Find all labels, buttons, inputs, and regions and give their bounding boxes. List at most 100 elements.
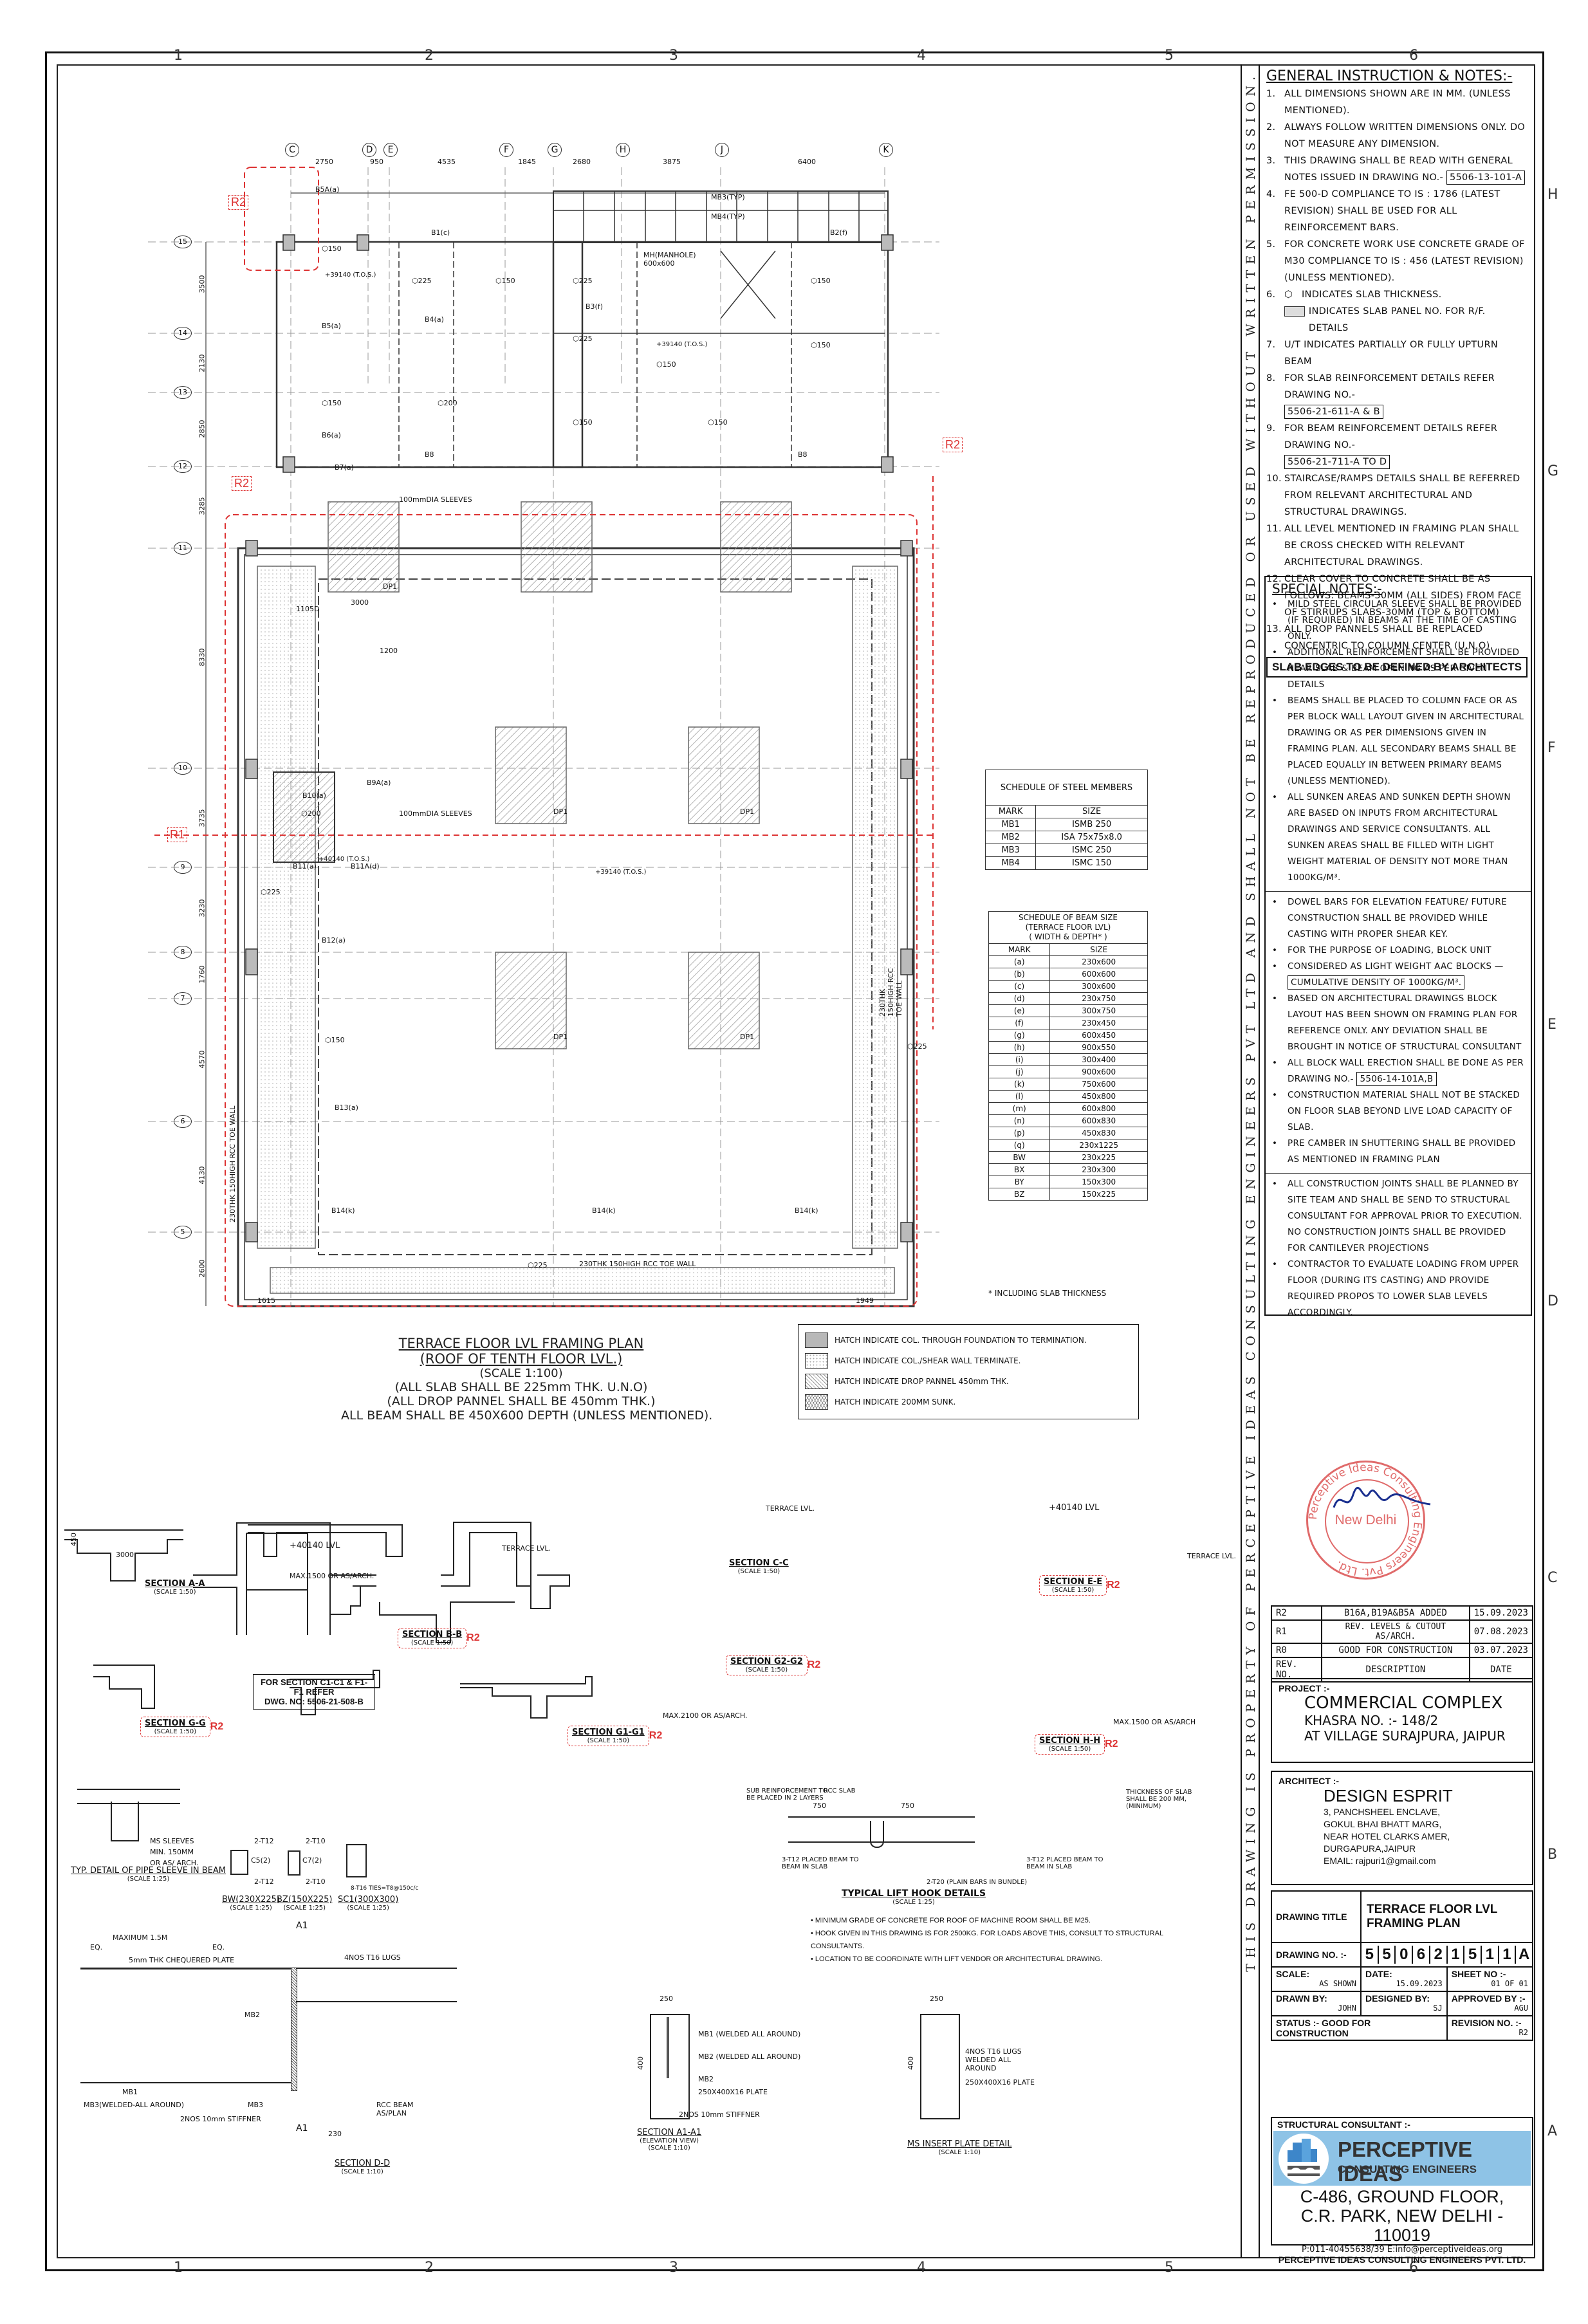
slab-thickness-tag: ⬡200 — [438, 399, 457, 407]
section-a1-a1-web — [667, 2017, 669, 2078]
project-label: PROJECT :- — [1279, 1683, 1330, 1693]
date-value: 15.09.2023 — [1396, 1979, 1443, 1988]
grid-bubble-e: E — [383, 143, 398, 157]
slab-thickness-tag: ⬡150 — [708, 418, 728, 427]
col-header-mark: MARK — [984, 805, 1037, 818]
special-note-12: •ALL CONSTRUCTION JOINTS SHALL BE PLANNE… — [1272, 1179, 1522, 1253]
sleeves-note: 100mmDIA SLEEVES — [399, 495, 472, 504]
dim-14-13: 2130 — [198, 354, 207, 373]
project-location: AT VILLAGE SURAJPURA, JAIPUR — [1304, 1728, 1506, 1744]
column-marker-6: 6 — [1409, 48, 1418, 64]
drawing-title: TERRACE FLOOR LVL FRAMING PLAN — [1360, 1890, 1533, 1943]
sleeves-note: 100mmDIA SLEEVES — [399, 809, 472, 818]
special-note-9: •ALL BLOCK WALL ERECTION SHALL BE DONE A… — [1272, 1055, 1526, 1087]
consultant-contact: P:011-40455638/39 E:info@perceptiveideas… — [1301, 2245, 1503, 2255]
date-label: DATE: — [1365, 1969, 1392, 1979]
consultant-address-1: C-486, GROUND FLOOR, — [1300, 2187, 1504, 2206]
dd-label: 4NOS T16 LUGS — [344, 1953, 401, 1962]
sleeve-label: MIN. 150MM — [150, 1848, 194, 1856]
level-tag: +39140 (T.O.S.) — [595, 869, 647, 876]
bz-shape — [288, 1850, 300, 1876]
dd-label: 230 — [328, 2130, 342, 2138]
row-marker-h: H — [1547, 187, 1558, 203]
lift-note: • LOCATION TO BE COORDINATE WITH LIFT VE… — [811, 1955, 1103, 1963]
dim-bottom-left: 1615 — [257, 1296, 275, 1305]
revision-tag: R2 — [466, 1632, 480, 1643]
table-row: (d)230x750 — [988, 992, 1148, 1005]
column-marker-1-bottom: 1 — [174, 2260, 183, 2276]
dim: 3000 — [116, 1551, 134, 1559]
rebar-label: 2-T12 — [254, 1877, 274, 1886]
beam-label: B7(a) — [335, 463, 354, 472]
consultant-address-2: C.R. PARK, NEW DELHI - 110019 — [1300, 2206, 1504, 2245]
grid-bubble-d: D — [362, 143, 376, 157]
revision-tag-r2: R2 — [228, 195, 249, 210]
dim-15-14: 3500 — [198, 275, 207, 293]
dim: 750 — [813, 1802, 826, 1810]
sheet-value: 01 OF 01 — [1491, 1979, 1528, 1988]
bz-section: BZ(150X225)(SCALE 1:25) — [277, 1895, 333, 1912]
general-note-1: 1.ALL DIMENSIONS SHOWN ARE IN MM. (UNLES… — [1266, 89, 1511, 116]
designed-by-value: SJ — [1433, 2004, 1443, 2013]
drawn-by-label: DRAWN BY: — [1276, 1993, 1327, 2004]
title-block: DRAWING TITLE TERRACE FLOOR LVL FRAMING … — [1271, 1890, 1534, 2041]
lift-hook-label: SUB REINFORCEMENT TO BE PLACED IN 2 LAYE… — [746, 1787, 828, 1802]
status: STATUS :- GOOD FOR CONSTRUCTION — [1271, 2015, 1448, 2041]
row-marker-e: E — [1547, 1017, 1556, 1033]
ms-label: 250X400X16 PLATE — [965, 2078, 1035, 2087]
framing-plan: C D E F G H J K 2750 950 4535 1845 2680 … — [129, 129, 963, 1325]
drawing-ref-5506-13-101-A: 5506-13-101-A — [1446, 171, 1526, 185]
beam-label: B3(f) — [586, 302, 604, 311]
section-details-drawing — [64, 1522, 593, 1719]
dd-label: MB2 — [245, 2011, 261, 2019]
special-note-7: •CONSIDERED AS LIGHT WEIGHT AAC BLOCKS — — [1272, 961, 1504, 972]
dim-bottom-right: 1949 — [856, 1296, 874, 1305]
section-e-e: SECTION E-E(SCALE 1:50)R2 — [1039, 1575, 1120, 1596]
column-marker-2: 2 — [425, 48, 434, 64]
grid-bubble-8: 8 — [174, 946, 192, 959]
beam-label: 1105D — [296, 605, 320, 613]
section-a-a: SECTION A-A(SCALE 1:50) — [145, 1579, 205, 1596]
lift-hook-label: 3-T12 PLACED BEAM TO BEAM IN SLAB — [782, 1856, 859, 1870]
dim-6-5: 4130 — [198, 1166, 207, 1185]
general-note-11: 11.ALL LEVEL MENTIONED IN FRAMING PLAN S… — [1266, 524, 1519, 567]
rebar-label: 8-T16 TIES=T8@150c/c — [351, 1885, 419, 1892]
beam-label: B11A(d) — [351, 862, 380, 871]
dim-5-edge: 2600 — [198, 1259, 207, 1278]
dim-c-d: 2750 — [315, 158, 333, 166]
rebar-label: C5(2) — [251, 1856, 271, 1865]
dim-9-8: 3230 — [198, 899, 207, 918]
row-marker-d: D — [1547, 1293, 1558, 1309]
beam-label: B5(a) — [322, 322, 341, 330]
beam-label: B14(k) — [795, 1206, 818, 1215]
grid-bubble-13: 13 — [174, 386, 192, 399]
dim-note: MAX.1500 OR AS/ARCH — [1113, 1718, 1196, 1726]
insert-plate — [291, 1968, 297, 2091]
grid-bubble-h: H — [616, 143, 630, 157]
dim-13-12: 2850 — [198, 420, 207, 438]
consultant-logo-name: PERCEPTIVE IDEAS — [1338, 2137, 1473, 2186]
dim-j-k: 6400 — [798, 158, 816, 166]
slab-thickness-tag: ⬡150 — [322, 244, 342, 253]
column-marker-6-bottom: 6 — [1409, 2260, 1418, 2276]
approved-by-label: APPROVED BY :- — [1451, 1993, 1526, 2004]
general-notes-panel: GENERAL INSTRUCTION & NOTES:- 1.ALL DIME… — [1260, 64, 1535, 678]
grid-bubble-5: 5 — [174, 1226, 192, 1239]
col-header-size: SIZE — [1049, 943, 1148, 956]
ms-label: 400 — [907, 2056, 915, 2070]
consultant-logo-sub: CONSULTING ENGINEERS — [1338, 2163, 1477, 2175]
dotted-swatch-icon — [805, 1353, 828, 1369]
copyright-strip: THIS DRAWING IS PROPERTY OF PERCEPTIVE I… — [1241, 64, 1260, 2258]
table-row: (n)600x830 — [988, 1114, 1148, 1127]
stamp-city: New Delhi — [1334, 1513, 1397, 1527]
architect-address-3: NEAR HOTEL CLARKS AMER, — [1324, 1831, 1450, 1841]
level-tag: +39140 (T.O.S.) — [325, 272, 376, 279]
sleeve-beam-drawing — [77, 1789, 180, 1804]
drop-panel-label: DP1 — [740, 807, 755, 816]
a1-label: 250X400X16 PLATE — [698, 2088, 768, 2096]
slab-edges-banner: SLAB EDGES TO BE DEFINED BY ARCHITECTS — [1266, 657, 1528, 678]
scale-value: AS SHOWN — [1319, 1979, 1356, 1988]
